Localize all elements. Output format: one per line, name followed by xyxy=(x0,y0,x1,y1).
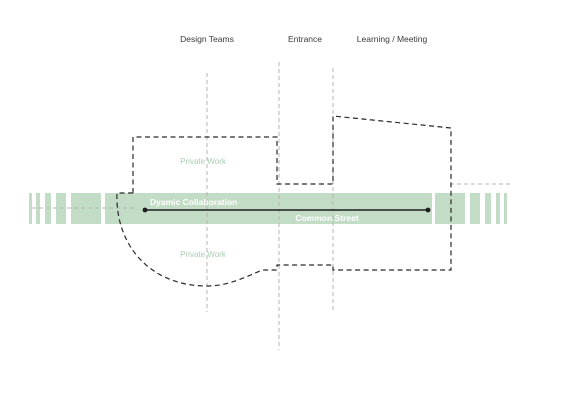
band-stripe-right-1 xyxy=(435,193,465,224)
zone-label-entrance: Entrance xyxy=(288,34,322,44)
common-street-band xyxy=(29,193,507,224)
zone-label-learning-meeting: Learning / Meeting xyxy=(357,34,428,44)
band-stripe-right-3 xyxy=(485,193,491,224)
band-stripe-left-1 xyxy=(29,193,32,224)
band-stripe-left-2 xyxy=(36,193,40,224)
band-stripe-right-2 xyxy=(470,193,480,224)
band-center xyxy=(105,193,432,224)
axis-node-right xyxy=(425,207,431,213)
building-outline xyxy=(116,115,452,287)
axis-node-left xyxy=(142,207,148,213)
private-work-top-label: Private Work xyxy=(180,157,227,166)
private-work-bottom-label: Private Work xyxy=(180,250,227,259)
dynamic-collaboration-label: Dyamic Collaboration xyxy=(150,197,237,207)
band-stripe-right-4 xyxy=(496,193,500,224)
band-stripe-right-5 xyxy=(504,193,507,224)
common-street-label: Common Street xyxy=(295,213,358,223)
zone-label-design-teams: Design Teams xyxy=(180,34,234,44)
